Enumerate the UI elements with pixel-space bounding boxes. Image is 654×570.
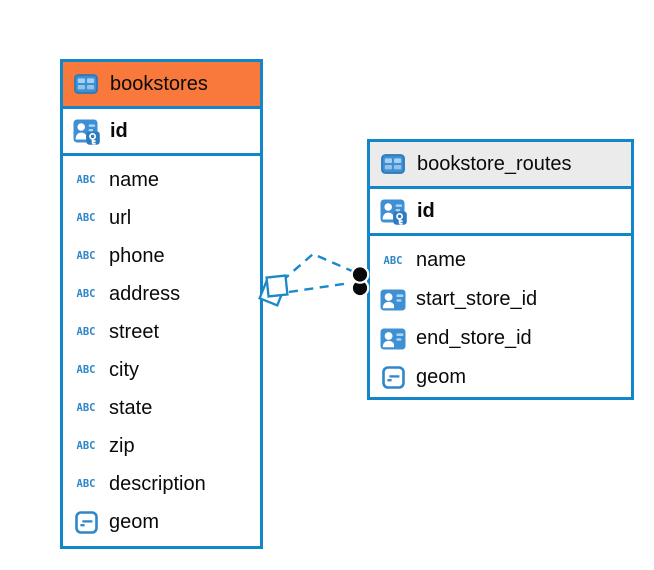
text-type-icon: ABC — [76, 174, 96, 186]
text-type-icon: ABC — [76, 250, 96, 262]
column-row[interactable]: ABC name — [370, 241, 631, 280]
column-name: zip — [109, 434, 135, 457]
column-name: id — [110, 119, 128, 142]
relationship-target-marker — [350, 265, 370, 298]
column-name: geom — [109, 510, 160, 533]
primary-key-icon — [378, 198, 408, 225]
geometry-type-icon — [71, 510, 101, 534]
entity-bookstores-header[interactable]: bookstores — [63, 62, 260, 109]
entity-bookstores[interactable]: bookstores id A — [60, 59, 263, 549]
column-row-pk[interactable]: id — [63, 109, 260, 156]
column-row[interactable]: ABC street — [63, 313, 260, 351]
column-name: street — [109, 320, 160, 343]
column-row[interactable]: start_store_id — [370, 280, 631, 319]
columns-list: ABC name ABC url ABC phone ABC address A… — [63, 156, 260, 546]
entity-title: bookstores — [110, 72, 208, 95]
column-name: name — [416, 249, 467, 271]
text-type-icon: ABC — [76, 402, 96, 414]
text-type-icon: ABC — [76, 364, 96, 376]
column-row[interactable]: ABC description — [63, 465, 260, 503]
column-name: address — [109, 282, 181, 305]
text-type-icon: ABC — [76, 288, 96, 300]
column-name: geom — [416, 366, 467, 388]
table-icon — [71, 74, 101, 94]
column-row[interactable]: ABC address — [63, 275, 260, 313]
column-name: phone — [109, 244, 165, 267]
text-type-icon: ABC — [76, 326, 96, 338]
text-type-icon: ABC — [76, 212, 96, 224]
relationship-line-upper — [281, 252, 353, 282]
primary-key-icon — [71, 118, 101, 145]
column-name: state — [109, 396, 153, 419]
relationship-source-marker — [258, 274, 289, 307]
text-type-icon: ABC — [76, 478, 96, 490]
entity-title: bookstore_routes — [417, 152, 572, 175]
column-row[interactable]: end_store_id — [370, 319, 631, 358]
table-icon — [378, 154, 408, 174]
column-row[interactable]: ABC zip — [63, 427, 260, 465]
column-row-pk[interactable]: id — [370, 189, 631, 236]
entity-bookstore-routes-header[interactable]: bookstore_routes — [370, 142, 631, 189]
columns-list: ABC name start_store_id — [370, 236, 631, 402]
relationship-line-lower — [288, 281, 351, 294]
column-row[interactable]: ABC url — [63, 199, 260, 237]
foreign-key-icon — [378, 289, 408, 311]
column-name: id — [417, 199, 435, 222]
foreign-key-icon — [378, 328, 408, 350]
text-type-icon: ABC — [383, 254, 403, 267]
column-row[interactable]: ABC city — [63, 351, 260, 389]
column-row[interactable]: geom — [370, 358, 631, 397]
text-type-icon: ABC — [76, 440, 96, 452]
column-name: url — [109, 206, 132, 229]
column-row[interactable]: ABC phone — [63, 237, 260, 275]
column-name: name — [109, 168, 160, 191]
column-row[interactable]: ABC name — [63, 161, 260, 199]
column-name: city — [109, 358, 139, 381]
column-name: start_store_id — [416, 288, 538, 310]
column-row[interactable]: geom — [63, 503, 260, 541]
geometry-type-icon — [378, 366, 408, 389]
column-row[interactable]: ABC state — [63, 389, 260, 427]
entity-bookstore-routes[interactable]: bookstore_routes id — [367, 139, 634, 400]
column-name: description — [109, 472, 206, 495]
column-name: end_store_id — [416, 327, 532, 349]
